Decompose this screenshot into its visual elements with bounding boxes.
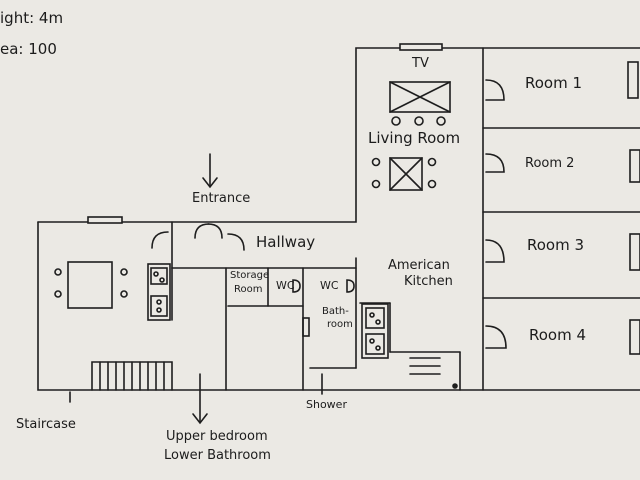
interior-walls [171, 47, 640, 391]
door-swings [151, 79, 507, 349]
storage-room-label-2: Room [234, 284, 263, 295]
wc-1-label: WC [276, 279, 295, 292]
area-note: ea: 100 [0, 40, 57, 58]
height-note: ight: 4m [0, 9, 64, 27]
room-2-label: Room 2 [525, 156, 575, 171]
lower-bathroom-label: Lower Bathroom [164, 448, 271, 463]
upper-bedroom-label: Upper bedroom [166, 429, 268, 444]
room-4-label: Room 4 [529, 326, 587, 344]
storage-room-label-1: Storage [230, 270, 270, 281]
dining-table [54, 261, 128, 309]
living-room-label: Living Room [368, 129, 461, 147]
stove-counter [147, 263, 171, 321]
kitchen-appliances [361, 303, 458, 389]
room-3-label: Room 3 [527, 236, 585, 254]
bathroom-label-1: Bath- [322, 306, 349, 317]
hallway-label: Hallway [256, 233, 316, 251]
outer-walls [37, 47, 640, 391]
kitchen-label-2: Kitchen [404, 274, 453, 289]
kitchen-label-1: American [388, 258, 450, 273]
tv-label: TV [412, 56, 429, 71]
staircase-drawing [91, 361, 173, 391]
shower-label: Shower [306, 398, 347, 411]
living-room-furniture [371, 81, 451, 191]
windows [87, 43, 640, 355]
bathroom-label-2: room [327, 319, 353, 330]
arrows [69, 153, 323, 425]
fixtures [292, 279, 355, 337]
entrance-label: Entrance [192, 191, 251, 206]
wc-2-label: WC [320, 279, 339, 292]
room-1-label: Room 1 [525, 74, 583, 92]
staircase-label: Staircase [16, 417, 76, 432]
